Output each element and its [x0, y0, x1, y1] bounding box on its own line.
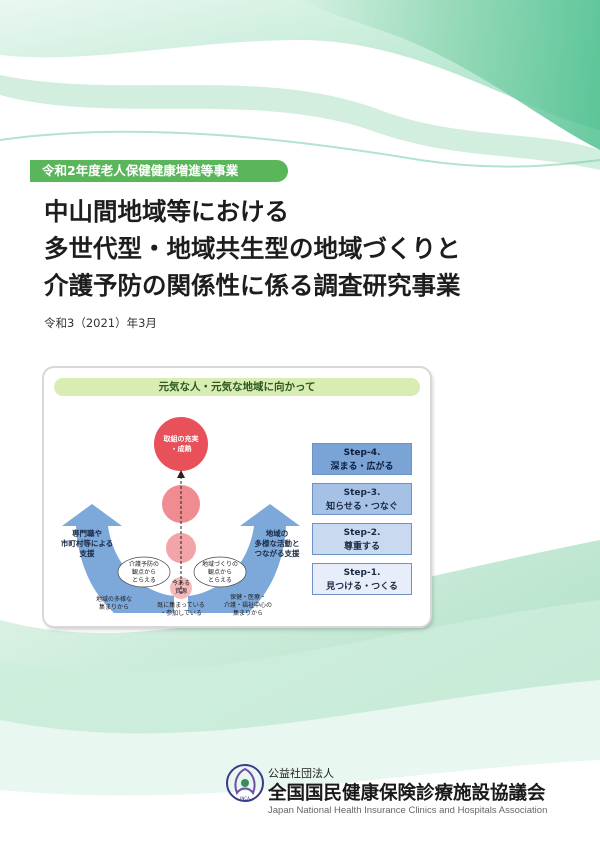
publisher-name: 全国国民健康保険診療施設協議会 — [268, 783, 546, 804]
growth-arrowhead — [177, 470, 185, 478]
logo-text: JNCA — [239, 796, 250, 801]
right-arrow-label: 地域の 多様な活動と つながる支援 — [254, 529, 300, 558]
publication-date: 令和3（2021）年3月 — [44, 316, 157, 330]
diagram-graphic — [62, 417, 300, 613]
right-bubble-text: 地域づくりの 観点から とらえる — [201, 561, 238, 584]
step-3: Step-3. 知らせる・つなぐ — [312, 483, 412, 515]
title-line-1: 中山間地域等における — [44, 197, 289, 226]
center-base-text: 既に集まっている ・参加している — [157, 602, 205, 617]
step-4: Step-4. 深まる・広がる — [312, 443, 412, 475]
publisher-name-en: Japan National Health Insurance Clinics … — [268, 805, 548, 816]
left-support-arrow — [62, 504, 174, 613]
top-circle-label: 取組の充実 ・成熟 — [163, 435, 199, 453]
title-line-2: 多世代型・地域共生型の地域づくりと — [44, 234, 461, 263]
right-base-text: 保健・医療・ 介護・福祉中心の 集まりから — [223, 594, 272, 617]
circle-top — [154, 417, 208, 471]
diagram-card: 元気な人・元気な地域に向かって 取組の充実 ・成熟 今ある 資源 専門職や 市町… — [44, 368, 430, 626]
left-bubble — [117, 556, 171, 588]
right-support-arrow — [188, 504, 300, 613]
step-1: Step-1. 見つける・つくる — [312, 563, 412, 595]
document-title: 中山間地域等における 多世代型・地域共生型の地域づくりと 介護予防の関係性に係る… — [44, 193, 461, 304]
left-base-text: 地域の多様な 集まりから — [95, 596, 132, 611]
left-bubble-text: 介護予防の 観点から とらえる — [128, 561, 159, 584]
step-list: Step-4. 深まる・広がる Step-3. 知らせる・つなぐ Step-2.… — [312, 443, 412, 603]
publisher-logo-icon: JNCA — [226, 764, 264, 802]
diagram-banner: 元気な人・元気な地域に向かって — [54, 378, 420, 396]
title-line-3: 介護予防の関係性に係る調査研究事業 — [44, 271, 461, 300]
left-arrow-label: 専門職や 市町村等による 支援 — [60, 529, 114, 558]
program-tag: 令和2年度老人保健健康増進等事業 — [30, 160, 288, 182]
step-2: Step-2. 尊重する — [312, 523, 412, 555]
bottom-circle-label: 今ある 資源 — [171, 580, 190, 595]
publisher-type: 公益社団法人 — [268, 767, 334, 780]
right-bubble — [193, 556, 247, 588]
